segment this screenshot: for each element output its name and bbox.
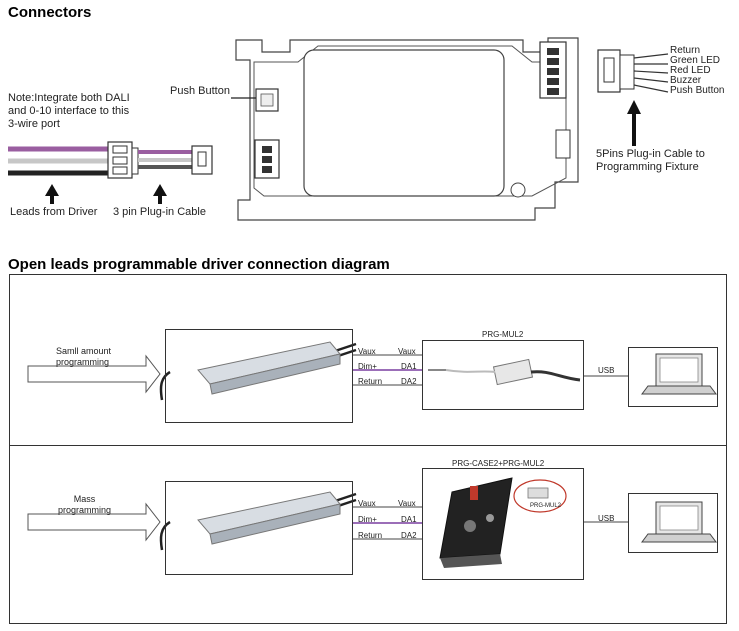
arrow-label-line: programming: [56, 357, 110, 367]
input-arrow: [27, 354, 161, 394]
diagram-title: Open leads programmable driver connectio…: [8, 256, 390, 273]
pin-labels: Return Green LED Red LED Buzzer Push But…: [670, 46, 724, 96]
device-pin-da1: DA1: [401, 362, 417, 371]
device-pin-da2: DA2: [401, 377, 417, 386]
note-line: and 0-10 interface to this: [8, 105, 130, 117]
device-pin-vaux: Vaux: [398, 347, 416, 356]
row-small-amount: Samll amount programming Vaux Dim+ Retur…: [0, 274, 739, 444]
diagram-frame: [9, 274, 727, 624]
plug-in-cable-label: 3 pin Plug-in Cable: [113, 206, 206, 218]
device-pin-vaux: Vaux: [398, 499, 416, 508]
laptop-box: [628, 493, 718, 553]
device-pin-da1: DA1: [401, 515, 417, 524]
device-title: PRG-CASE2+PRG-MUL2: [452, 459, 545, 468]
diagram-divider: [9, 445, 727, 446]
connectors-title: Connectors: [8, 4, 92, 21]
five-pin-line: Programming Fixture: [596, 161, 699, 173]
driver-pin-vaux: Vaux: [358, 347, 376, 356]
driver-pin-dim: Dim+: [358, 362, 377, 371]
five-pin-cable-label: 5Pins Plug-in Cable to Programming Fixtu…: [596, 148, 705, 174]
device-title: PRG-MUL2: [482, 330, 524, 339]
pin-label: Buzzer: [670, 75, 702, 86]
driver-pin-dim: Dim+: [358, 515, 377, 524]
device-badge: PRG-MUL2: [530, 503, 562, 509]
row-drawing: [27, 341, 717, 401]
arrow-label-line: programming: [58, 505, 112, 515]
usb-label: USB: [598, 366, 615, 375]
driver-box: [165, 329, 353, 423]
note-line: Note:Integrate both DALI: [8, 92, 130, 104]
arrow-label-line: Mass: [73, 494, 96, 504]
arrow-label-line: Samll amount: [56, 346, 112, 356]
leads-from-driver-label: Leads from Driver: [10, 206, 98, 218]
laptop-base: [641, 385, 717, 395]
row-drawing: [27, 477, 717, 568]
driver-pin-return: Return: [358, 377, 383, 386]
push-button-label: Push Button: [170, 85, 230, 97]
row-mass: Mass programming Vaux Dim+ Return Vaux D…: [0, 446, 739, 622]
device-box: [422, 468, 584, 580]
note-text: Note:Integrate both DALI and 0-10 interf…: [8, 92, 148, 131]
pin-label: Green LED: [670, 55, 721, 66]
housing-label-panel: [303, 49, 505, 197]
note-line: 3-wire port: [8, 118, 60, 130]
driver-pin-vaux: Vaux: [358, 499, 376, 508]
arrow-five-pin: [627, 100, 641, 146]
arrow-label: Mass programming: [58, 494, 111, 516]
pin-label: Push Button: [670, 85, 725, 96]
driver-pin-return: Return: [358, 531, 383, 540]
laptop-base: [641, 533, 717, 543]
driver-box: [165, 481, 353, 575]
laptop-box: [628, 347, 718, 407]
small-socket: [555, 129, 571, 159]
mounting-hole: [510, 182, 526, 198]
device-box: [422, 340, 584, 410]
prg-mul2-box: [492, 358, 534, 386]
pin-label: Red LED: [670, 65, 711, 76]
arrow-label: Samll amount programming: [56, 346, 111, 368]
five-pin-line: 5Pins Plug-in Cable to: [596, 148, 705, 160]
device-pin-da2: DA2: [401, 531, 417, 540]
driver-housing: [235, 37, 579, 221]
usb-label: USB: [598, 514, 615, 523]
arrow-leads: [45, 184, 59, 204]
arrow-cable: [153, 184, 167, 204]
pin-label: Return: [670, 45, 701, 56]
input-arrow: [27, 502, 161, 542]
